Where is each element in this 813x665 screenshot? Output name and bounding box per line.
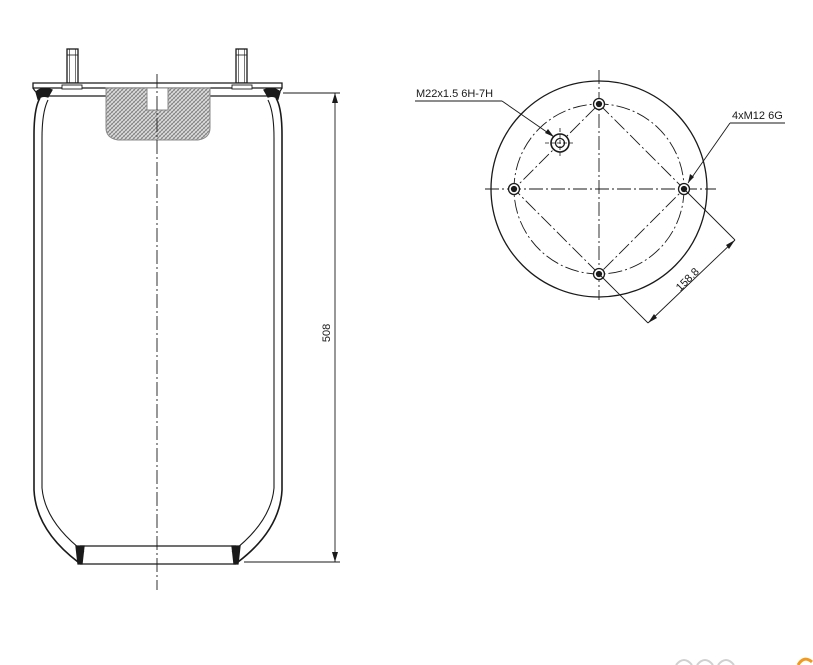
height-dimension [244,92,340,563]
inlet-port-hole [545,128,575,158]
bolt-hole-top [592,97,606,111]
inlet-fitting-section [105,87,211,141]
orange-mark [796,657,813,665]
bolt-square [513,103,685,275]
bolt-thread-label: 4xM12 6G [732,110,783,122]
top-view [415,70,785,324]
watermark-fragment [675,659,735,665]
crimp-bead-left [35,87,53,101]
bolt-circle-dimension [598,188,736,324]
inlet-thread-leader [415,100,555,138]
crimp-bead-right [263,87,281,101]
inlet-port [146,87,169,111]
bellows-outer-wall [33,97,283,563]
mounting-stud-left [66,48,79,84]
mounting-stud-right [235,48,248,84]
bolt-hole-left [507,182,521,196]
bolt-thread-leader [687,122,785,184]
height-dimension-label: 508 [321,324,333,342]
bellows-inner-wall [41,99,275,553]
side-view [32,48,340,590]
bolt-circle-dimension-label: 158.8 [674,266,702,294]
inlet-thread-label: M22x1.5 6H-7H [416,88,493,100]
bottom-piston [75,545,241,565]
